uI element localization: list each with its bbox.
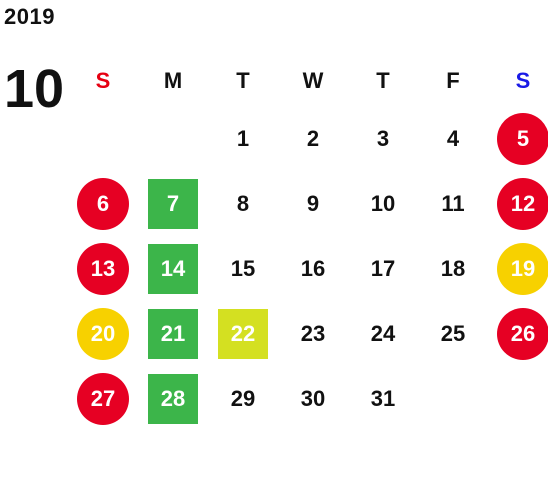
day-cell: 12 xyxy=(488,171,548,236)
day-cell: 19 xyxy=(488,236,548,301)
day-number: 1 xyxy=(236,125,250,151)
day-cell: 6 xyxy=(68,171,138,236)
empty-day-cell xyxy=(68,106,138,171)
day-number: 17 xyxy=(370,255,396,281)
day-cell: 15 xyxy=(208,236,278,301)
day-cell: 10 xyxy=(348,171,418,236)
day-cell: 30 xyxy=(278,366,348,431)
day-cell: 1 xyxy=(208,106,278,171)
day-number: 27 xyxy=(77,372,129,425)
day-number: 12 xyxy=(497,177,548,230)
day-cell: 13 xyxy=(68,236,138,301)
day-number: 11 xyxy=(441,190,465,216)
weekday-header-wednesday: W xyxy=(302,68,324,93)
day-cell: 17 xyxy=(348,236,418,301)
day-cell: 2 xyxy=(278,106,348,171)
day-cell: 21 xyxy=(138,301,208,366)
weekday-header-sunday: S xyxy=(95,68,111,93)
day-number: 10 xyxy=(370,190,396,216)
day-number: 22 xyxy=(218,308,268,359)
day-number: 13 xyxy=(77,242,129,295)
day-cell: 11 xyxy=(418,171,488,236)
day-cell: 27 xyxy=(68,366,138,431)
day-number: 2 xyxy=(306,125,320,151)
month-label: 10 xyxy=(4,59,65,119)
day-number: 31 xyxy=(370,385,396,411)
day-number: 4 xyxy=(446,125,460,151)
day-number: 28 xyxy=(148,373,198,424)
weekday-header-saturday: S xyxy=(515,68,531,93)
day-cell: 25 xyxy=(418,301,488,366)
day-cell: 26 xyxy=(488,301,548,366)
day-number: 18 xyxy=(440,255,466,281)
day-number: 19 xyxy=(497,242,548,295)
day-cell: 7 xyxy=(138,171,208,236)
year-label: 2019 xyxy=(4,4,55,29)
day-number: 16 xyxy=(300,255,326,281)
day-number: 8 xyxy=(236,190,250,216)
day-cell: 31 xyxy=(348,366,418,431)
day-number: 24 xyxy=(370,320,396,346)
day-cell: 18 xyxy=(418,236,488,301)
weekday-header-friday: F xyxy=(446,68,460,93)
day-number: 29 xyxy=(230,385,256,411)
day-cell: 28 xyxy=(138,366,208,431)
day-number: 14 xyxy=(148,243,198,294)
day-cell: 4 xyxy=(418,106,488,171)
empty-day-cell xyxy=(138,106,208,171)
day-number: 20 xyxy=(77,307,129,360)
day-number: 23 xyxy=(300,320,326,346)
day-number: 5 xyxy=(497,112,548,165)
day-number: 6 xyxy=(77,177,129,230)
day-cell: 8 xyxy=(208,171,278,236)
day-cell: 20 xyxy=(68,301,138,366)
day-cell: 24 xyxy=(348,301,418,366)
day-number: 9 xyxy=(306,190,320,216)
day-number: 25 xyxy=(440,320,466,346)
weekday-header-tuesday: T xyxy=(236,68,250,93)
day-number: 26 xyxy=(497,307,548,360)
day-cell: 16 xyxy=(278,236,348,301)
day-cell: 22 xyxy=(208,301,278,366)
day-cell: 5 xyxy=(488,106,548,171)
weekday-header-thursday: T xyxy=(376,68,390,93)
day-number: 7 xyxy=(148,178,198,229)
day-cell: 29 xyxy=(208,366,278,431)
day-cell: 9 xyxy=(278,171,348,236)
day-number: 21 xyxy=(148,308,198,359)
day-number: 15 xyxy=(230,255,256,281)
day-cell: 14 xyxy=(138,236,208,301)
day-number: 30 xyxy=(300,385,326,411)
day-number: 3 xyxy=(376,125,390,151)
day-cell: 23 xyxy=(278,301,348,366)
day-cell: 3 xyxy=(348,106,418,171)
weekday-header-monday: M xyxy=(163,68,183,93)
